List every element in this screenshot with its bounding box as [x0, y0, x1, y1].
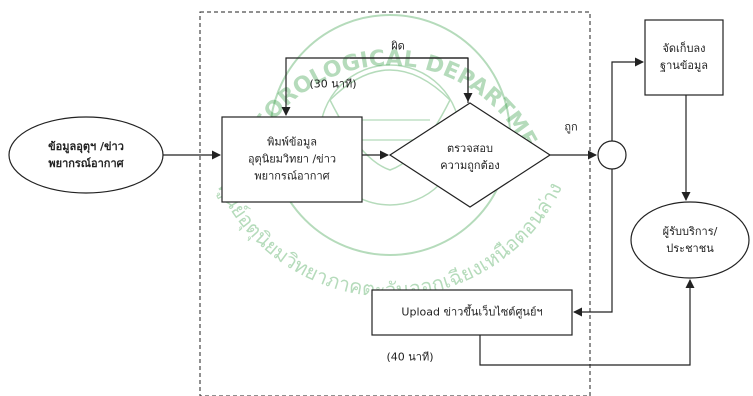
edge-connector-to-upload — [573, 169, 613, 317]
type-data-line1: พิมพ์ข้อมูล — [267, 135, 317, 149]
verify-line1: ตรวจสอบ — [447, 141, 493, 155]
verify-label: ตรวจสอบ ความถูกต้อง — [440, 140, 499, 174]
source-line2: พยากรณ์อากาศ — [48, 157, 124, 170]
type-data-line3: พยากรณ์อากาศ — [254, 169, 330, 183]
time-30-label: (30 นาที) — [309, 77, 357, 91]
correct-label: ถูก — [564, 120, 578, 134]
verify-line2: ความถูกต้อง — [440, 159, 500, 172]
recipient-line1: ผู้รับบริการ/ — [662, 224, 718, 238]
source-line1: ข้อมูลอุตุฯ /ข่าว — [48, 139, 124, 153]
type-data-box — [221, 116, 363, 203]
store-label: จัดเก็บลง ฐานข้อมูล — [660, 40, 708, 74]
upload-box — [371, 289, 573, 336]
recipient-label: ผู้รับบริการ/ ประชาชน — [663, 223, 718, 257]
system-boundary — [199, 11, 591, 396]
recipient-ellipse — [630, 201, 750, 279]
type-data-label: พิมพ์ข้อมูล อุตุนิยมวิทยา /ข่าว พยากรณ์อ… — [248, 133, 336, 184]
edge-upload-to-recipient — [479, 279, 695, 366]
verify-diamond — [388, 102, 552, 208]
store-line1: จัดเก็บลง — [662, 41, 706, 55]
connector-circle — [597, 140, 627, 170]
store-line2: ฐานข้อมูล — [660, 59, 708, 72]
recipient-line2: ประชาชน — [666, 242, 714, 255]
upload-label: Upload ข่าวขึ้นเว็บไซต์ศูนย์ฯ — [401, 305, 543, 319]
store-box — [644, 19, 724, 96]
time-40-label: (40 นาที) — [386, 350, 434, 364]
wrong-label: ผิด — [391, 39, 405, 53]
type-data-line2: อุตุนิยมวิทยา /ข่าว — [247, 152, 337, 166]
source-label: ข้อมูลอุตุฯ /ข่าว พยากรณ์อากาศ — [48, 138, 124, 172]
edge-connector-to-store — [611, 57, 644, 141]
